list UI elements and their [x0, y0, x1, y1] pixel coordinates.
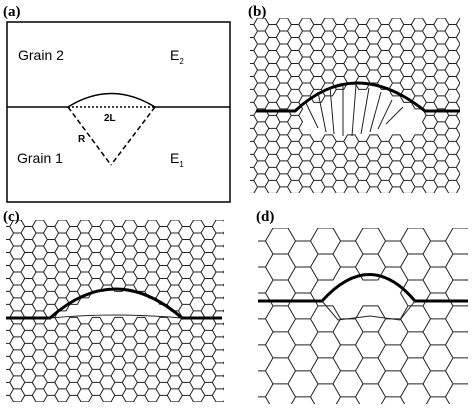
- bulge-base-c: [49, 314, 183, 319]
- boundary-d: [258, 273, 468, 303]
- bulge-base-d: [321, 300, 416, 321]
- panel-a: (a) Grain 2 Grain 1 E2 E1 2L R: [3, 4, 231, 203]
- panel-b-label: (b): [248, 4, 266, 20]
- panel-b: (b): [248, 4, 460, 193]
- panel-a-label: (a): [3, 4, 21, 20]
- grain-2-label: Grain 2: [18, 47, 64, 63]
- radius-dashed-right: [110, 106, 156, 166]
- energy-1-label: E1: [170, 150, 184, 169]
- panel-c-label: (c): [3, 209, 20, 225]
- panel-c: (c): [3, 209, 224, 402]
- boundary-b: [256, 81, 460, 113]
- hex-lattice-d: [258, 228, 468, 404]
- hex-lattice-c: [6, 220, 224, 402]
- panel-a-frame: [6, 21, 231, 203]
- radius-r-label: R: [78, 134, 86, 145]
- grain-1-label: Grain 1: [17, 150, 63, 166]
- energy-2-label: E2: [170, 47, 184, 66]
- hex-lattice-b: [250, 18, 460, 193]
- boundary-c: [6, 287, 222, 320]
- bulge-radial-lines-b: [304, 84, 404, 137]
- bulge-arc: [67, 92, 156, 108]
- radius-dashed-left: [67, 106, 112, 166]
- panel-d: (d): [256, 209, 468, 404]
- length-2l-label: 2L: [104, 113, 116, 124]
- panel-d-label: (d): [256, 209, 274, 225]
